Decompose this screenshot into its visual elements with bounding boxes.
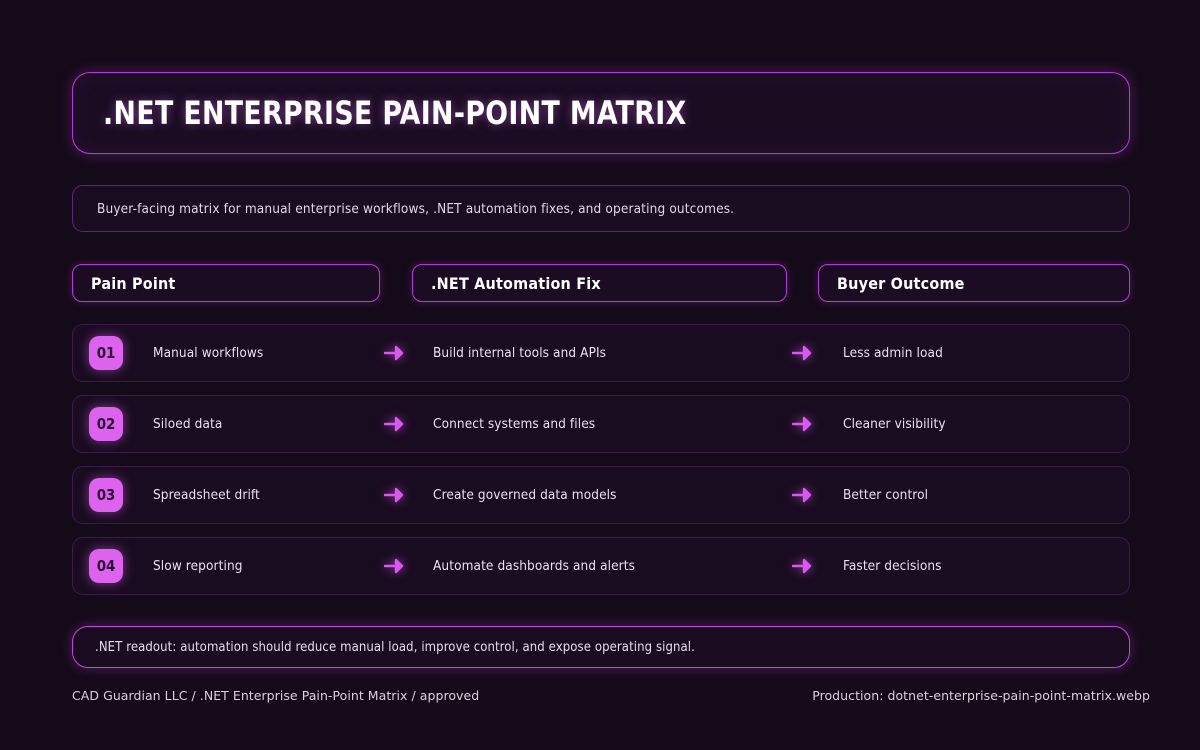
row-number-label: 03 [96, 486, 116, 504]
table-row: 03 Spreadsheet drift Create governed dat… [72, 466, 1130, 524]
title-bar: .NET ENTERPRISE PAIN-POINT MATRIX [72, 72, 1130, 154]
column-header-label: Buyer Outcome [837, 273, 965, 293]
cell-pain-point: Slow reporting [153, 558, 243, 574]
matrix-rows: 01 Manual workflows Build internal tools… [72, 324, 1130, 608]
arrow-right-icon [383, 413, 405, 435]
column-header-label: .NET Automation Fix [431, 273, 601, 293]
row-number-badge: 04 [89, 549, 123, 583]
footer: CAD Guardian LLC / .NET Enterprise Pain-… [72, 688, 1150, 703]
column-header-buyer-outcome: Buyer Outcome [818, 264, 1130, 302]
subtitle-bar: Buyer-facing matrix for manual enterpris… [72, 185, 1130, 232]
arrow-right-icon [383, 484, 405, 506]
cell-pain-point: Spreadsheet drift [153, 487, 260, 503]
cell-pain-point: Manual workflows [153, 345, 264, 361]
row-number-badge: 03 [89, 478, 123, 512]
row-number-badge: 01 [89, 336, 123, 370]
footer-left-text: CAD Guardian LLC / .NET Enterprise Pain-… [72, 688, 480, 703]
cell-buyer-outcome: Cleaner visibility [843, 416, 946, 432]
arrow-right-icon [791, 484, 813, 506]
cell-automation-fix: Build internal tools and APIs [433, 345, 607, 361]
cell-pain-point: Siloed data [153, 416, 223, 432]
column-header-pain-point: Pain Point [72, 264, 380, 302]
row-number-label: 04 [96, 557, 116, 575]
arrow-right-icon [383, 555, 405, 577]
cell-automation-fix: Create governed data models [433, 487, 617, 503]
arrow-right-icon [791, 342, 813, 364]
column-header-automation-fix: .NET Automation Fix [412, 264, 787, 302]
table-row: 02 Siloed data Connect systems and files… [72, 395, 1130, 453]
column-header-row: Pain Point .NET Automation Fix Buyer Out… [72, 264, 1130, 302]
column-header-label: Pain Point [91, 273, 176, 293]
page-title: .NET ENTERPRISE PAIN-POINT MATRIX [103, 94, 687, 132]
row-number-label: 02 [96, 415, 116, 433]
readout-callout: .NET readout: automation should reduce m… [72, 626, 1130, 668]
table-row: 01 Manual workflows Build internal tools… [72, 324, 1130, 382]
cell-automation-fix: Connect systems and files [433, 416, 596, 432]
footer-right-text: Production: dotnet-enterprise-pain-point… [812, 688, 1150, 703]
row-number-badge: 02 [89, 407, 123, 441]
table-row: 04 Slow reporting Automate dashboards an… [72, 537, 1130, 595]
row-number-label: 01 [96, 344, 116, 362]
arrow-right-icon [383, 342, 405, 364]
arrow-right-icon [791, 555, 813, 577]
arrow-right-icon [791, 413, 813, 435]
subtitle-text: Buyer-facing matrix for manual enterpris… [97, 200, 735, 217]
cell-buyer-outcome: Faster decisions [843, 558, 942, 574]
cell-buyer-outcome: Better control [843, 487, 929, 503]
readout-text: .NET readout: automation should reduce m… [95, 639, 695, 655]
cell-automation-fix: Automate dashboards and alerts [433, 558, 636, 574]
cell-buyer-outcome: Less admin load [843, 345, 943, 361]
